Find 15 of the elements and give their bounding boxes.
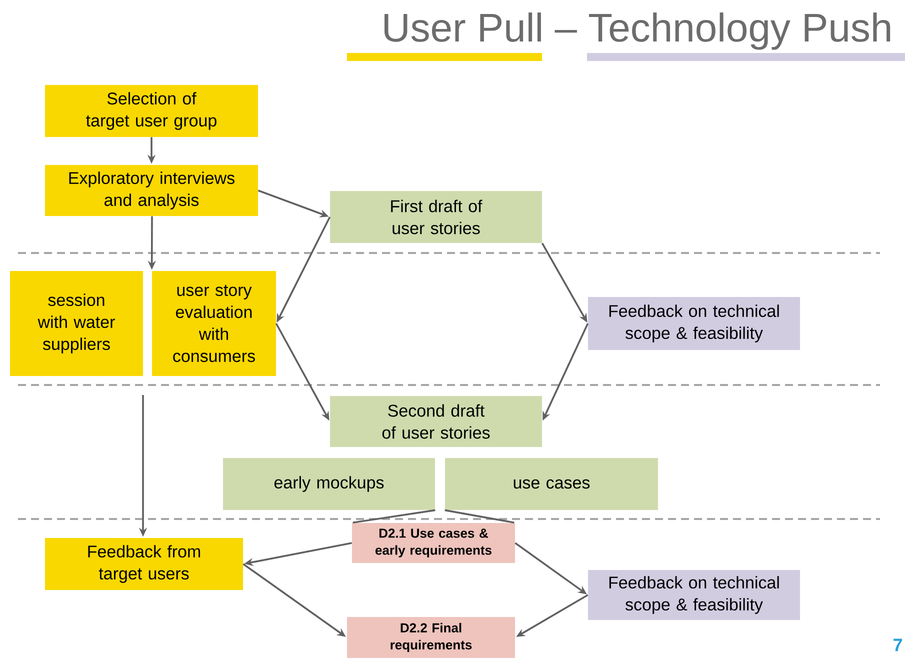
- title: User Pull – Technology Push: [384, 12, 890, 50]
- process-box: session with water suppliers: [10, 271, 143, 376]
- process-box: use cases: [445, 458, 658, 510]
- process-box: D2.2 Final requirements: [347, 617, 515, 658]
- process-box: Selection of target user group: [45, 85, 258, 137]
- page-number: 7: [894, 638, 902, 652]
- process-box: Feedback on technical scope & feasibility: [588, 297, 800, 350]
- process-box: Second draft of user stories: [330, 396, 542, 447]
- process-box: Exploratory interviews and analysis: [45, 165, 258, 216]
- process-box: D2.1 Use cases & early requirements: [352, 523, 515, 563]
- process-box: early mockups: [223, 458, 435, 510]
- process-box: Feedback on technical scope & feasibility: [588, 570, 800, 620]
- process-box: First draft of user stories: [330, 191, 542, 243]
- process-box: Feedback from target users: [45, 538, 243, 590]
- process-box: user story evaluation with consumers: [152, 271, 276, 376]
